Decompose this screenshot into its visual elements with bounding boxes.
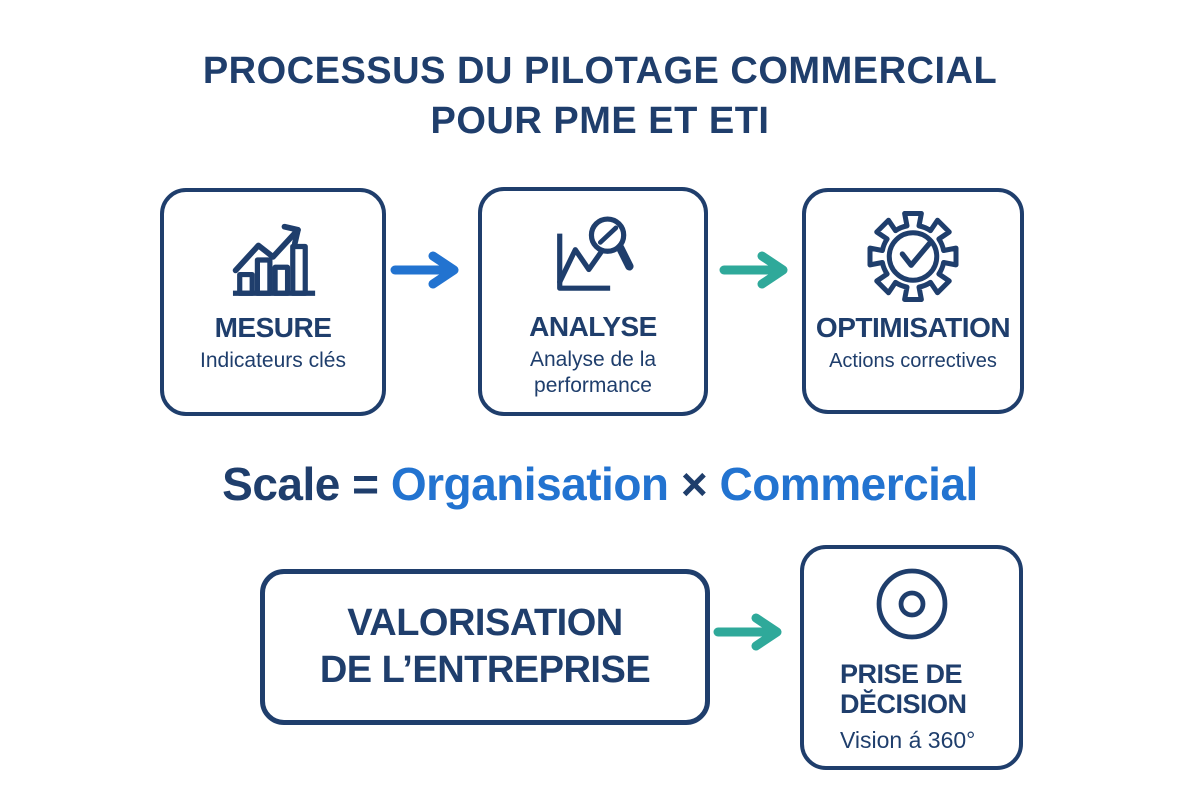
step-label: MESURE xyxy=(214,312,332,343)
formula-equals: = xyxy=(352,458,379,510)
arrow-right-icon xyxy=(719,251,788,289)
arrow-right-icon xyxy=(390,251,459,289)
step-sublabel: Actions correctives xyxy=(829,350,997,372)
title-line-2: POUR PME ET ETI xyxy=(430,100,770,142)
step-box-analyse: ANALYSE Analyse de la performance xyxy=(478,187,708,416)
valorisation-line-2: DE L’ENTREPRISE xyxy=(319,649,651,691)
target-icon xyxy=(876,568,947,640)
gear-check-icon xyxy=(867,211,959,302)
valorisation-line-1: VALORISATION xyxy=(347,602,623,644)
decision-line-2: DĔCISION xyxy=(840,689,967,719)
decision-line-1: PRISE DE xyxy=(840,659,963,689)
scale-formula: Scale = Organisation × Commercial xyxy=(0,456,1200,512)
step-sublabel: Analyse de la performance xyxy=(529,348,657,397)
step-box-optimisation: OPTIMISATION Actions correctives xyxy=(802,188,1024,414)
chart-magnifier-icon xyxy=(557,216,634,291)
decision-box: PRISE DE DĔCISION Vision á 360° xyxy=(800,545,1023,770)
decision-label: PRISE DE DĔCISION xyxy=(840,659,967,719)
formula-lhs: Scale xyxy=(222,458,340,510)
page-title: PROCESSUS DU PILOTAGE COMMERCIAL POUR PM… xyxy=(0,46,1200,146)
step-label: ANALYSE xyxy=(529,311,657,342)
bar-chart-growth-icon xyxy=(232,223,316,296)
valorisation-box: VALORISATION DE L’ENTREPRISE xyxy=(260,569,710,725)
step-label: OPTIMISATION xyxy=(815,312,1011,343)
decision-sublabel: Vision á 360° xyxy=(840,727,976,753)
step-box-mesure: MESURE Indicateurs clés xyxy=(160,188,386,416)
formula-operator: × xyxy=(680,458,708,510)
formula-term1: Organisation xyxy=(390,458,669,510)
formula-term2: Commercial xyxy=(719,458,978,510)
title-line-1: PROCESSUS DU PILOTAGE COMMERCIAL xyxy=(202,50,998,92)
arrow-right-icon xyxy=(713,613,782,651)
step-sublabel: Indicateurs clés xyxy=(200,349,346,372)
